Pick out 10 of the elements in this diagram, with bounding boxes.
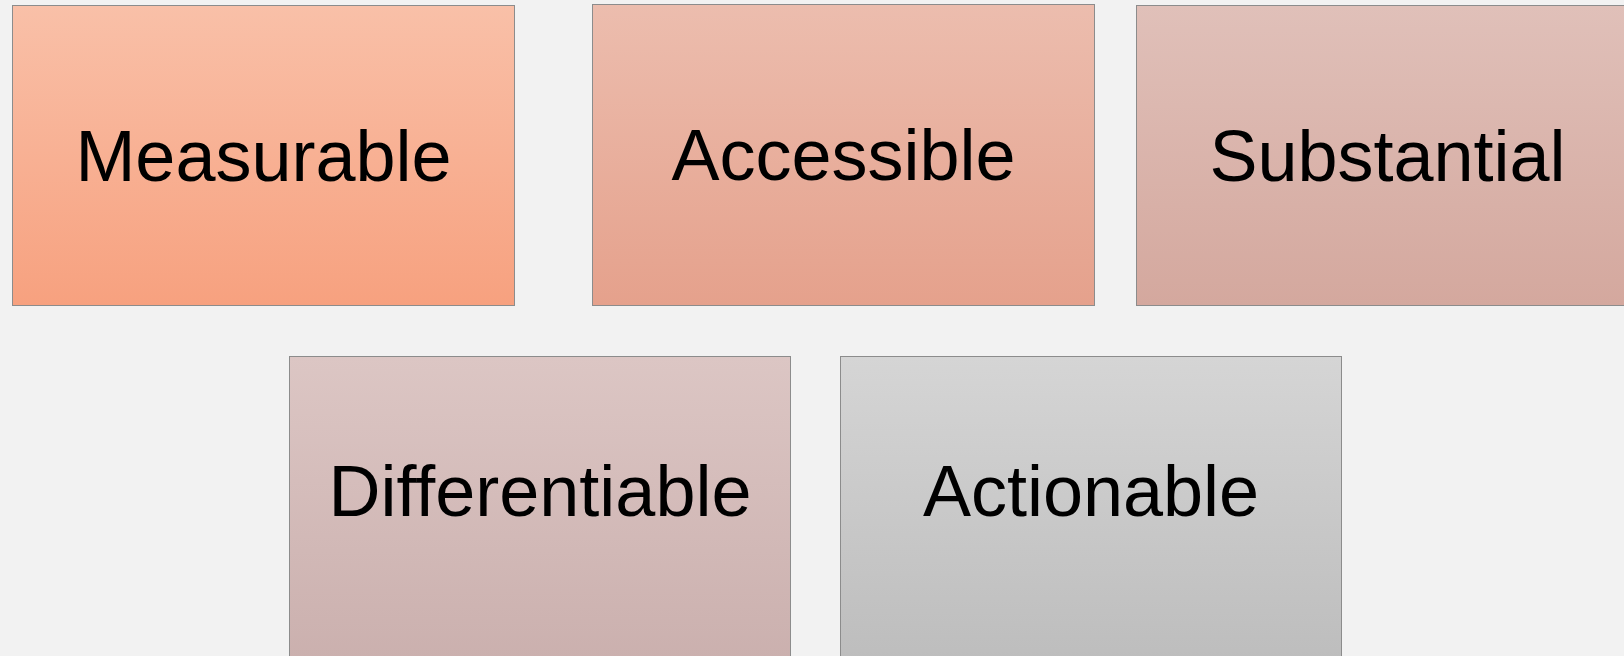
category-box — [840, 356, 1342, 656]
box-label: Measurable — [75, 114, 452, 197]
category-box — [1136, 5, 1624, 306]
box-label: Actionable — [922, 450, 1260, 532]
box-label: Accessible — [671, 114, 1016, 196]
category-box — [592, 4, 1095, 306]
box-label: Substantial — [1209, 114, 1566, 197]
box-label: Differentiable — [328, 450, 752, 532]
category-box — [289, 356, 791, 656]
category-box — [12, 5, 515, 306]
